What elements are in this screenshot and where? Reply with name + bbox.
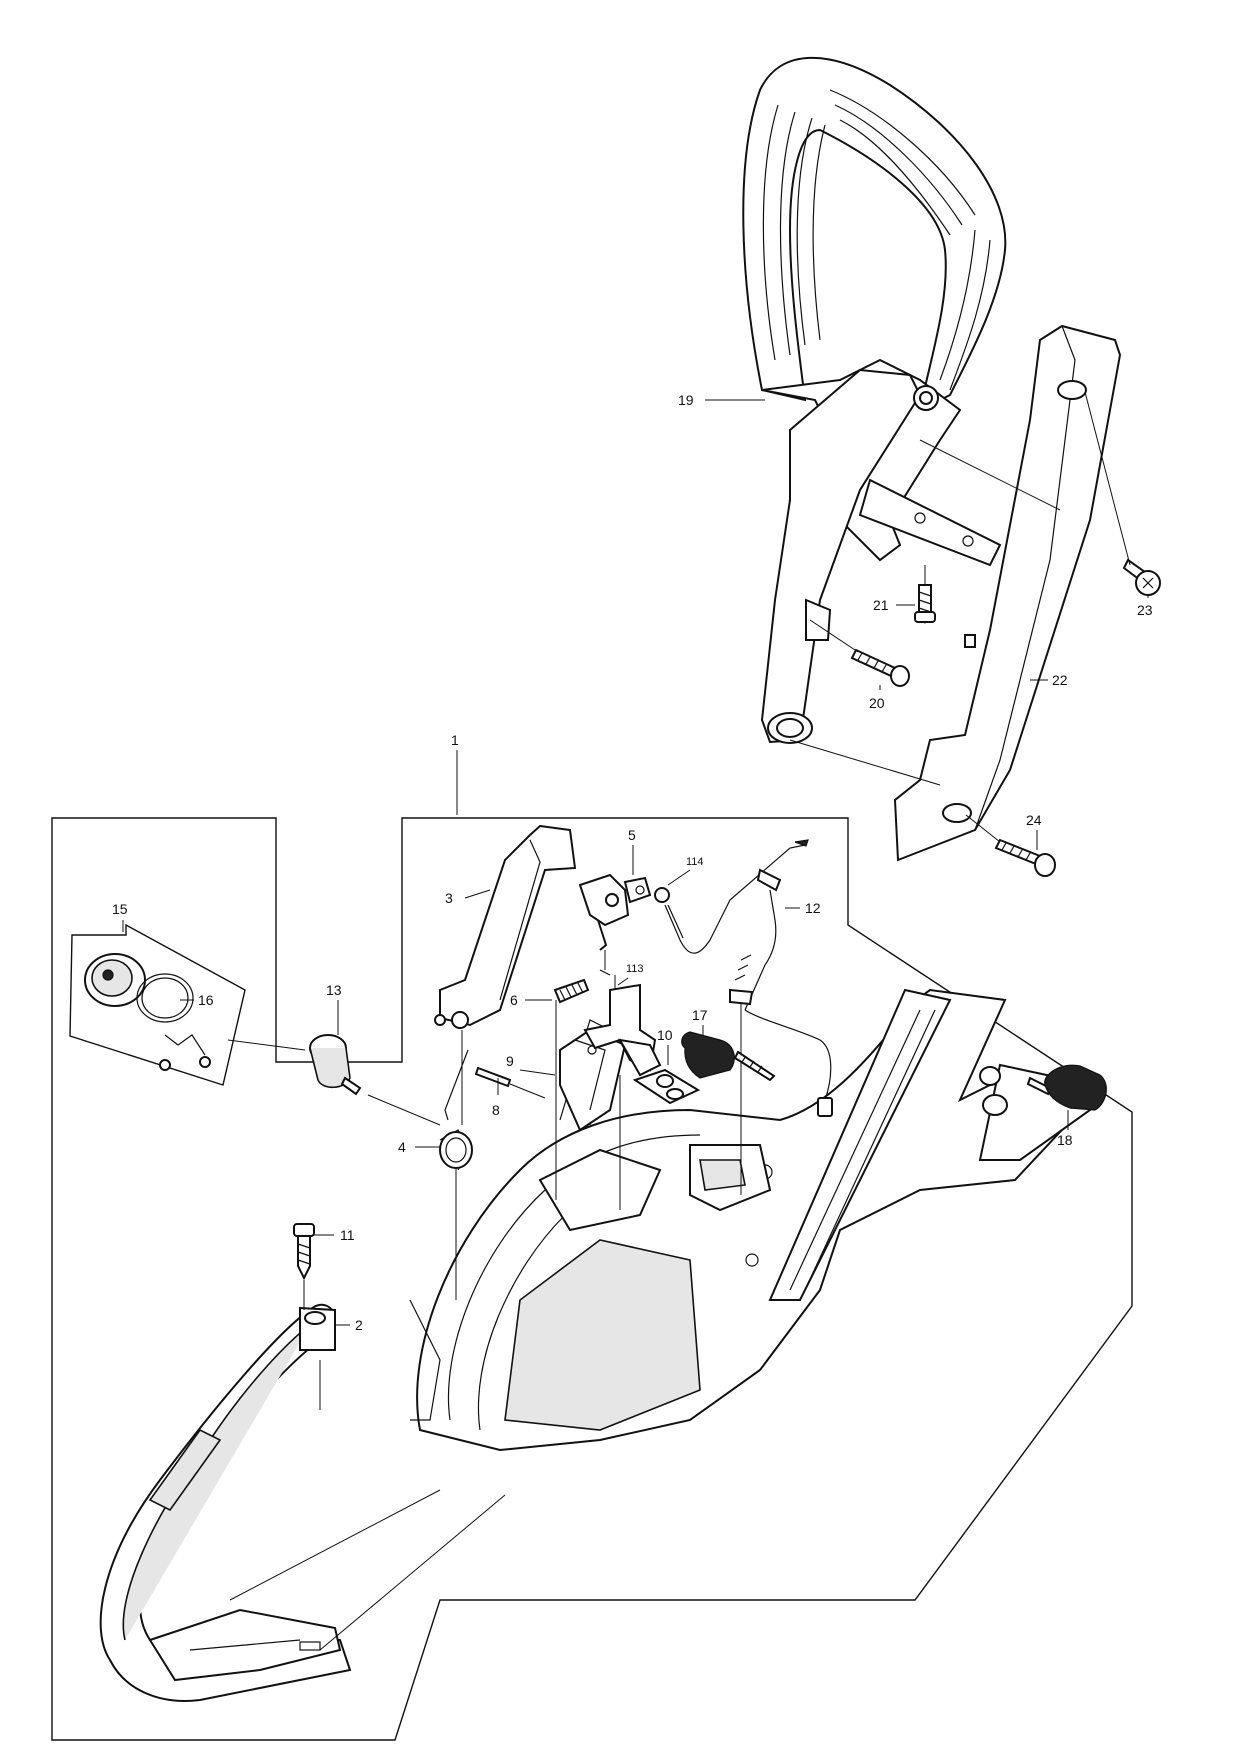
callout-9: 9	[506, 1053, 514, 1069]
av-spring-18	[1026, 1064, 1107, 1111]
front-handle	[742, 56, 1007, 744]
callout-1: 1	[451, 732, 459, 748]
callout-18: 18	[1057, 1132, 1073, 1148]
stop-wire	[654, 839, 809, 954]
screw-24	[994, 838, 1056, 877]
compression-spring	[553, 978, 590, 1200]
buffer	[632, 1068, 701, 1105]
callout-10: 10	[657, 1027, 673, 1043]
callout-114: 114	[686, 856, 704, 868]
av-spring-17	[681, 1031, 776, 1082]
callout-113: 113	[626, 963, 644, 975]
fuel-cap	[84, 953, 211, 1071]
subassembly-frame-15-16	[69, 923, 246, 1086]
screw-21	[914, 565, 936, 624]
callout-17: 17	[692, 1007, 708, 1023]
callout-20: 20	[869, 695, 885, 711]
callout-13: 13	[326, 982, 342, 998]
callout-labels: 1 2 3 4 5 6 8 9 10 11 12 13 15 16 17 18	[112, 392, 1153, 1333]
throttle-lever	[434, 824, 577, 1125]
callout-16: 16	[198, 992, 214, 1008]
callout-19: 19	[678, 392, 694, 408]
callout-22: 22	[1052, 672, 1068, 688]
callout-12: 12	[805, 900, 821, 916]
callout-5: 5	[628, 827, 636, 843]
callout-11: 11	[340, 1227, 355, 1243]
lower-leader-lines	[229, 1489, 506, 1651]
upper-leader-lines	[789, 391, 1131, 843]
screw-11	[293, 1223, 315, 1310]
callout-21: 21	[873, 597, 889, 613]
pin	[474, 1066, 546, 1099]
callout-2: 2	[355, 1317, 363, 1333]
rear-handle-housing	[409, 988, 1092, 1452]
callout-3: 3	[445, 890, 453, 906]
front-handle-lower	[99, 1303, 352, 1702]
callout-8: 8	[492, 1102, 500, 1118]
stop-switch	[578, 873, 652, 976]
torsion-spring	[439, 1049, 473, 1300]
screw-23	[1122, 558, 1161, 596]
throttle-rod	[583, 975, 662, 1210]
ignition-wire	[729, 868, 833, 1195]
handle-cover	[893, 324, 1122, 862]
fuel-filter	[227, 1034, 441, 1126]
callout-23: 23	[1137, 602, 1153, 618]
callout-15: 15	[112, 901, 128, 917]
callout-24: 24	[1026, 812, 1042, 828]
screw-20	[850, 648, 910, 687]
callout-6: 6	[510, 992, 518, 1008]
callout-4: 4	[398, 1139, 406, 1155]
